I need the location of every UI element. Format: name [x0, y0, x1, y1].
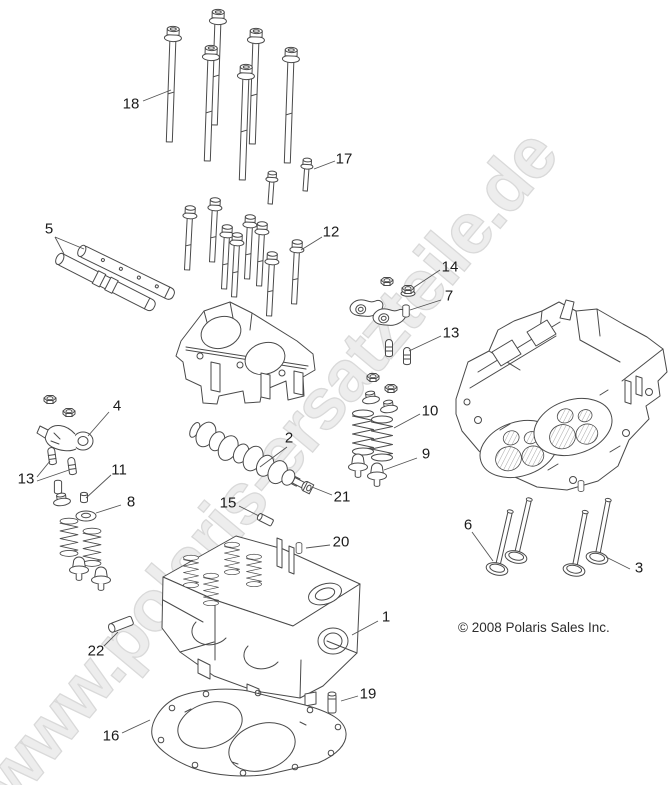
part-callout-6: 6 [463, 516, 473, 534]
part-callout-2: 2 [284, 429, 294, 447]
part-18-head-bolts [160, 8, 301, 181]
part-9-retainer [348, 453, 368, 478]
part-callout-5: 5 [44, 220, 54, 238]
part-15-dowel-pin [256, 513, 274, 527]
part-17-bolts [263, 157, 314, 205]
part-cylinder-head-bottom-view [455, 299, 668, 491]
part-callout-7: 7 [444, 287, 454, 305]
part-callout-16: 16 [102, 727, 120, 745]
part-callout-10: 10 [421, 402, 439, 420]
part-2-camshaft [189, 421, 315, 495]
copyright-text: © 2008 Polaris Sales Inc. [458, 620, 610, 635]
part-callout-12: 12 [322, 223, 340, 241]
part-callout-1: 1 [381, 608, 391, 626]
part-3-valves [561, 495, 620, 579]
part-12-carrier-bolts [179, 196, 305, 317]
part-callout-8: 8 [126, 493, 136, 511]
part-callout-4: 4 [112, 397, 122, 415]
part-1-cylinder-head [161, 535, 361, 707]
part-13-lash-adjuster [403, 347, 411, 366]
part-callout-18: 18 [122, 95, 140, 113]
part-callout-22: 22 [87, 642, 105, 660]
part-callout-13: 13 [17, 470, 35, 488]
head-stud-small [577, 480, 585, 492]
part-9-retainer [367, 462, 387, 487]
part-20-screw [295, 542, 303, 554]
part-11-and-8-valve-seals [51, 479, 97, 522]
part-8-spring-seat [75, 510, 97, 522]
part-callout-3: 3 [634, 559, 644, 577]
part-callout-15: 15 [219, 494, 237, 512]
part-callout-9: 9 [421, 445, 431, 463]
part-16-head-gasket [151, 688, 347, 777]
leader-lines [36, 89, 631, 734]
part-callout-20: 20 [332, 533, 350, 551]
part-callout-13: 13 [442, 324, 460, 342]
part-6-valves [484, 494, 541, 578]
part-7-adjuster-screw [402, 304, 410, 318]
part-valve-springs-left [59, 517, 111, 591]
part-callout-11: 11 [111, 461, 127, 479]
part-19-stud [327, 691, 337, 714]
part-cam-carrier [175, 301, 316, 405]
part-callout-14: 14 [441, 258, 459, 276]
part-14-nut [401, 286, 415, 297]
part-11-keeper [80, 491, 88, 504]
part-5-rocker-shafts [55, 244, 175, 312]
part-callout-21: 21 [333, 488, 351, 506]
part-21-cam-bolt [291, 477, 315, 495]
part-4-rocker-arm [36, 395, 94, 452]
part-22-dowel-pin [107, 615, 134, 633]
part-13-lash-adjuster [385, 339, 393, 358]
part-13-lash-adjusters-left [46, 446, 78, 476]
part-callout-17: 17 [335, 150, 353, 168]
part-callout-19: 19 [359, 685, 377, 703]
